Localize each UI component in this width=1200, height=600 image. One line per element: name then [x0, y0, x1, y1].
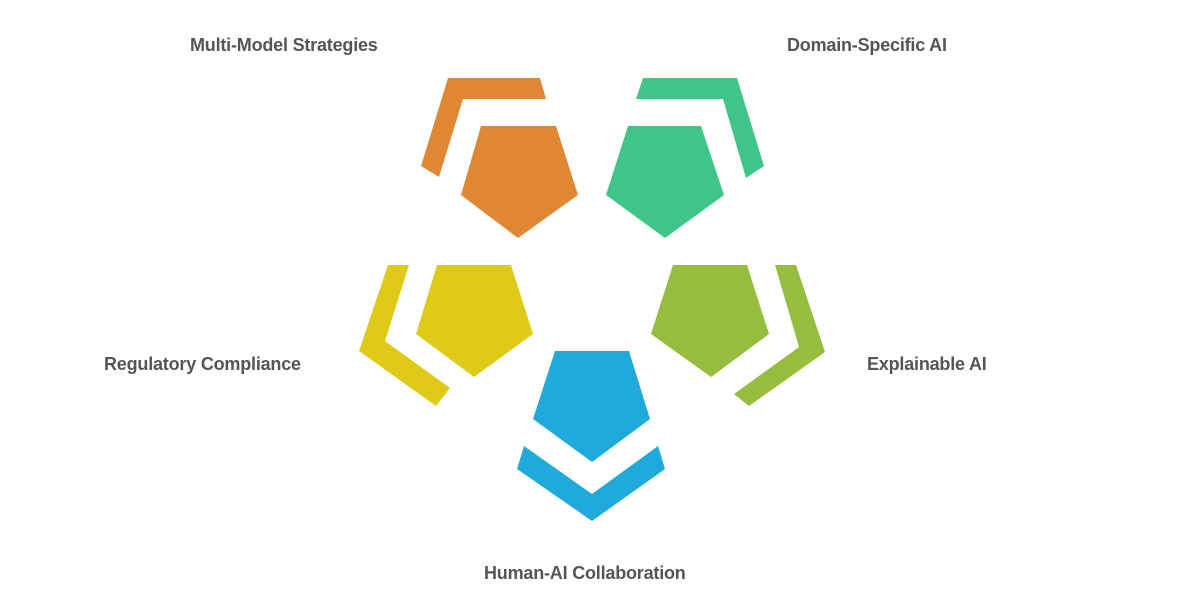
yellow-chevron-shape: [359, 265, 450, 406]
blue-chevron-shape: [517, 446, 665, 521]
segment-human-ai-collaboration: [517, 351, 665, 521]
label-domain-specific-ai: Domain-Specific AI: [787, 35, 947, 55]
lime-chevron-shape: [734, 265, 825, 406]
label-explainable-ai: Explainable AI: [867, 354, 987, 374]
label-regulatory-compliance: Regulatory Compliance: [104, 354, 301, 374]
label-multi-model-strategies: Multi-Model Strategies: [190, 35, 378, 55]
yellow-pentagon-shape: [416, 265, 533, 377]
blue-pentagon-shape: [533, 351, 650, 462]
segment-explainable-ai: [651, 265, 825, 406]
segment-domain-specific-ai: [606, 78, 764, 238]
lime-pentagon-shape: [651, 265, 769, 377]
label-human-ai-collaboration: Human-AI Collaboration: [484, 563, 686, 583]
segment-regulatory-compliance: [359, 265, 533, 406]
segment-multi-model-strategies: [421, 78, 578, 238]
orange-chevron-shape: [421, 78, 546, 177]
orange-pentagon-shape: [461, 126, 578, 238]
green-pentagon-shape: [606, 126, 724, 238]
green-chevron-shape: [636, 78, 764, 178]
